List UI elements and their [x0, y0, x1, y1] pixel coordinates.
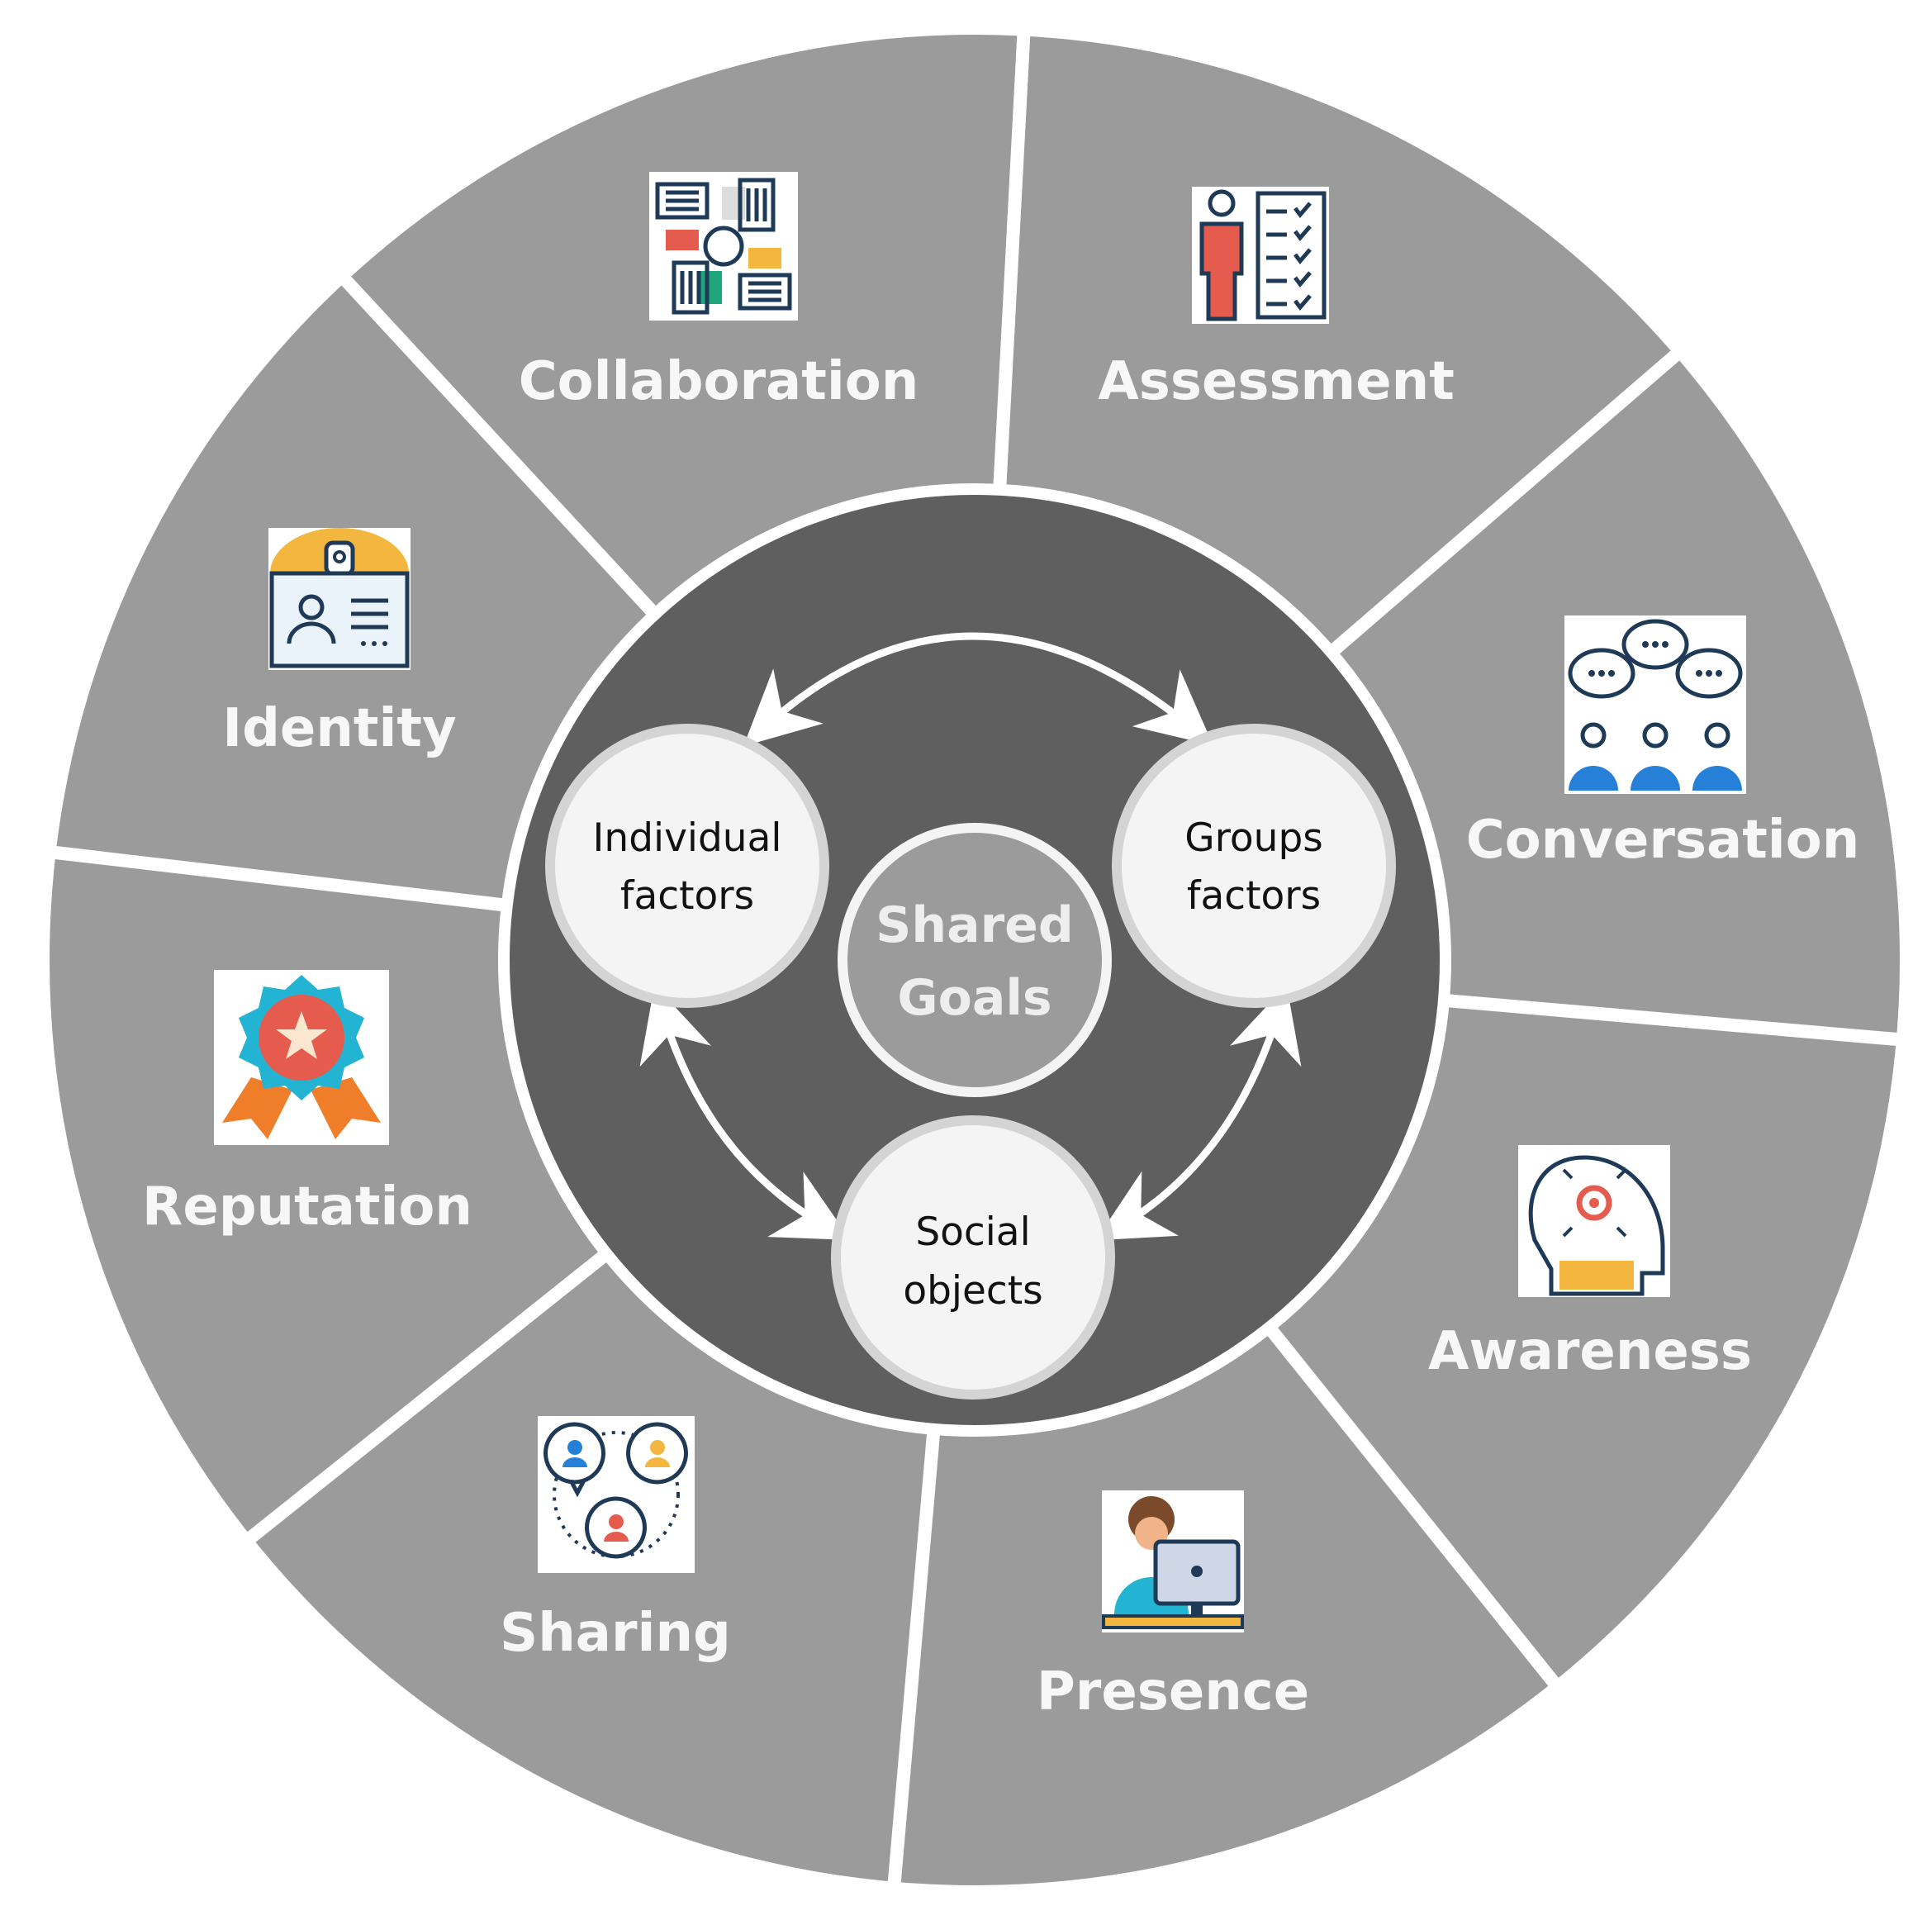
arrow-individual-social — [639, 985, 851, 1241]
center-label-line1: Shared — [876, 896, 1074, 954]
node-social-objects: Social objects — [831, 1115, 1115, 1400]
relationship-arrows — [639, 632, 1302, 1241]
node-individual-line1: Individual — [593, 815, 782, 861]
node-individual-line2: factors — [620, 873, 754, 919]
assessment-checklist-icon — [1192, 187, 1329, 324]
identity-id-card-icon — [268, 528, 411, 670]
segment-label-reputation: Reputation — [142, 1176, 472, 1238]
conversation-bubbles-icon — [1564, 615, 1746, 794]
segment-label-assessment: Assessment — [1098, 351, 1455, 412]
node-groups-line1: Groups — [1184, 815, 1323, 861]
node-social-line1: Social — [915, 1210, 1030, 1255]
collaboration-hands-icon — [649, 172, 798, 321]
node-social-line2: objects — [903, 1268, 1042, 1314]
node-groups-factors: Groups factors — [1112, 724, 1396, 1008]
segment-label-conversation: Conversation — [1466, 810, 1860, 871]
arrow-groups-social — [1095, 985, 1302, 1241]
shared-goals-center: Shared Goals — [838, 823, 1112, 1097]
awareness-head-gear-icon — [1518, 1145, 1670, 1297]
segment-label-presence: Presence — [1037, 1661, 1309, 1723]
node-groups-line2: factors — [1187, 873, 1321, 919]
segment-label-awareness: Awareness — [1428, 1321, 1752, 1382]
presence-person-computer-icon — [1102, 1490, 1244, 1632]
arrow-individual-groups — [743, 632, 1213, 747]
sharing-people-network-icon — [538, 1416, 695, 1573]
reputation-award-badge-icon — [214, 970, 389, 1145]
segment-label-identity: Identity — [222, 698, 456, 759]
segment-label-collaboration: Collaboration — [519, 351, 919, 412]
segment-label-sharing: Sharing — [500, 1603, 731, 1664]
node-individual-factors: Individual factors — [545, 724, 829, 1008]
center-label-line2: Goals — [897, 969, 1051, 1027]
